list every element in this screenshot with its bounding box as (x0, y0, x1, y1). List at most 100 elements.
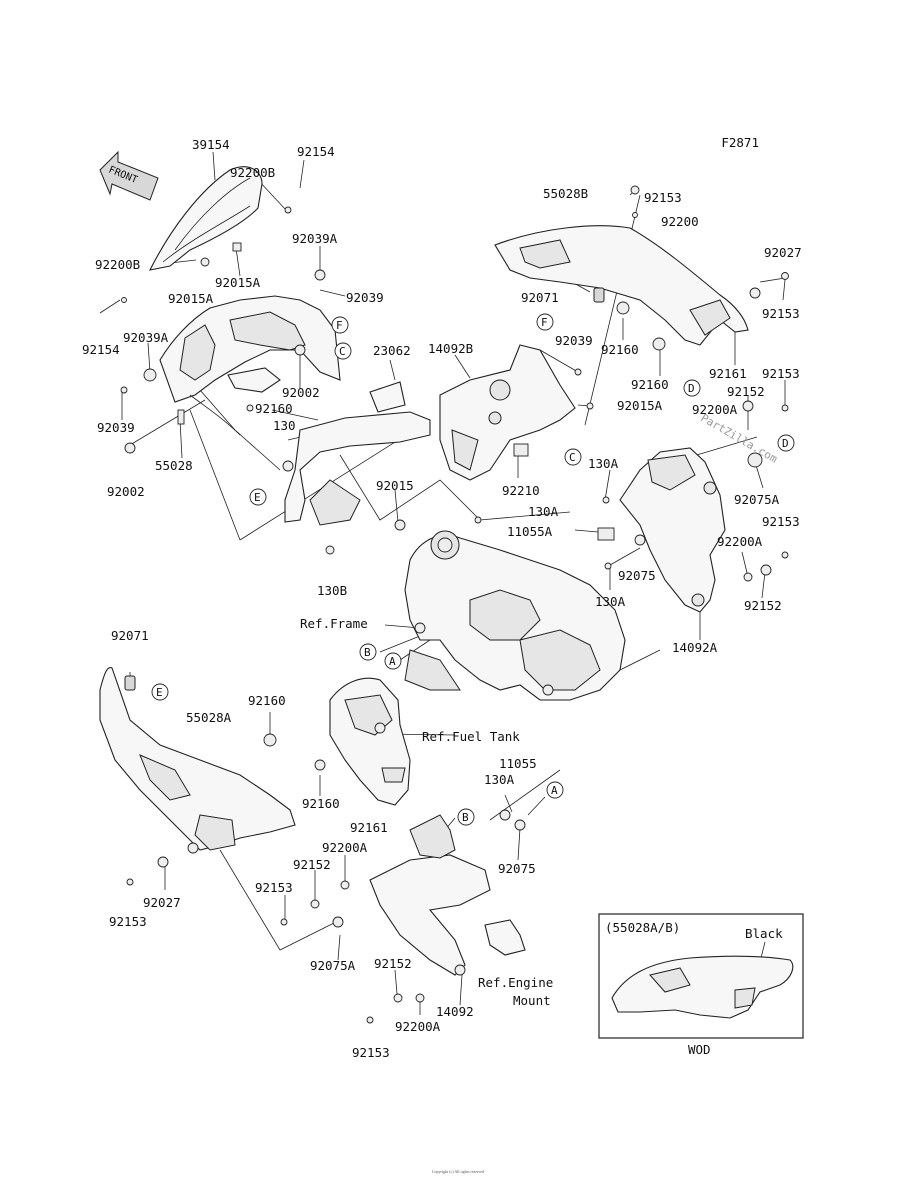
part-label: Mount (513, 993, 551, 1008)
part-label: 39154 (192, 137, 230, 152)
fuel-tank-side-panel (329, 677, 411, 806)
part-label: 92015A (617, 398, 663, 413)
callout-letter-b-frame: B (359, 643, 377, 661)
part-label: 130A (484, 772, 515, 787)
part-label: Ref.Frame (300, 616, 368, 631)
callout-letters: F C F C D D E B (151, 313, 795, 826)
part-label: 92160 (248, 693, 286, 708)
part-labels: F2871 39154 92200B 92154 92200B 92015A 9… (82, 135, 802, 1060)
part-label: 14092A (672, 640, 718, 655)
part-label: 130A (528, 504, 559, 519)
footer-copyright: Copyright (c) All rights reserved (432, 1169, 484, 1174)
part-label: 92200A (717, 534, 763, 549)
part-label: 11055 (499, 756, 537, 771)
part-label: 92160 (601, 342, 639, 357)
part-label: 92153 (109, 914, 147, 929)
callout-letter-a-frame: A (384, 652, 402, 670)
watermark-text: PartZilla.com (699, 411, 780, 465)
callout-letter-e-lower: E (151, 683, 169, 701)
part-label: 55028B (543, 186, 588, 201)
part-label: 14092B (428, 341, 473, 356)
part-label: 130A (588, 456, 619, 471)
inset-model-code: WOD (688, 1042, 711, 1057)
part-label: 92071 (521, 290, 559, 305)
svg-text:E: E (254, 491, 261, 504)
part-label: 92039 (97, 420, 135, 435)
part-label: 92200A (395, 1019, 441, 1034)
svg-text:C: C (569, 451, 576, 464)
part-label: 92075 (618, 568, 656, 583)
frame-reference (404, 496, 646, 701)
part-label: 55028 (155, 458, 193, 473)
part-label: 92027 (764, 245, 802, 260)
left-upper-cowl-assembly (120, 206, 341, 454)
part-label: 92075A (310, 958, 356, 973)
inset-color-note: Black (745, 926, 783, 941)
part-label: 92153 (255, 880, 293, 895)
upper-right-cowl-55028B (494, 185, 789, 410)
callout-letter-d-upper: D (683, 379, 701, 397)
part-label: 92152 (744, 598, 782, 613)
part-label: 14092 (436, 1004, 474, 1019)
part-label: 92200A (692, 402, 738, 417)
front-direction-arrow: FRONT (99, 150, 159, 201)
callout-letter-c-top: C (334, 342, 352, 360)
part-label: 130A (595, 594, 626, 609)
part-label: 130B (317, 583, 347, 598)
svg-text:C: C (339, 345, 346, 358)
bracket-14092A (619, 400, 789, 613)
part-label: 92161 (709, 366, 747, 381)
bracket-14092B (439, 344, 576, 481)
part-label: 92153 (644, 190, 682, 205)
part-label: 92152 (374, 956, 412, 971)
callout-letter-e-upper: E (249, 488, 267, 506)
callout-letter-f-mid: F (536, 313, 554, 331)
part-label: 92039A (292, 231, 338, 246)
part-label: 92015 (376, 478, 414, 493)
part-label: 92210 (502, 483, 540, 498)
figure-code: F2871 (721, 135, 759, 150)
svg-text:E: E (156, 686, 163, 699)
lower-bracket-14092 (280, 809, 526, 1024)
part-label: 92039A (123, 330, 169, 345)
part-label: 92200B (95, 257, 140, 272)
part-label: 55028A (186, 710, 232, 725)
part-label: 92154 (297, 144, 335, 159)
part-label: 92152 (727, 384, 765, 399)
part-label: 92153 (762, 514, 800, 529)
svg-text:B: B (462, 811, 469, 824)
callout-letter-d-right: D (777, 434, 795, 452)
windshield-39154 (149, 166, 263, 271)
part-label: 92160 (255, 401, 293, 416)
part-label: 92015A (215, 275, 261, 290)
part-label: 92160 (631, 377, 669, 392)
part-label: 92161 (350, 820, 388, 835)
svg-text:A: A (389, 655, 396, 668)
part-label: 92160 (302, 796, 340, 811)
callout-letter-b-lower: B (457, 808, 475, 826)
part-label: Ref.Engine (478, 975, 553, 990)
part-label: 92152 (293, 857, 331, 872)
inset-box: (55028A/B) Black WOD (598, 913, 804, 1057)
svg-text:A: A (551, 784, 558, 797)
part-label: 92039 (346, 290, 384, 305)
part-label: Ref.Fuel Tank (422, 729, 520, 744)
part-label: 92200 (661, 214, 699, 229)
part-label: 92075A (734, 492, 780, 507)
part-label: 92200A (322, 840, 368, 855)
part-label: 92039 (555, 333, 593, 348)
part-label: 92075 (498, 861, 536, 876)
part-label: 92154 (82, 342, 120, 357)
part-label: 92002 (107, 484, 145, 499)
part-label: 11055A (507, 524, 553, 539)
part-label: 92153 (762, 366, 800, 381)
part-label: 92200B (230, 165, 275, 180)
part-label: 92002 (282, 385, 320, 400)
callout-letter-c-mid: C (564, 448, 582, 466)
lower-left-cowl-55028A (99, 667, 326, 886)
part-label: 92071 (111, 628, 149, 643)
part-label: 92027 (143, 895, 181, 910)
part-label: 23062 (373, 343, 411, 358)
svg-text:F: F (541, 316, 548, 329)
